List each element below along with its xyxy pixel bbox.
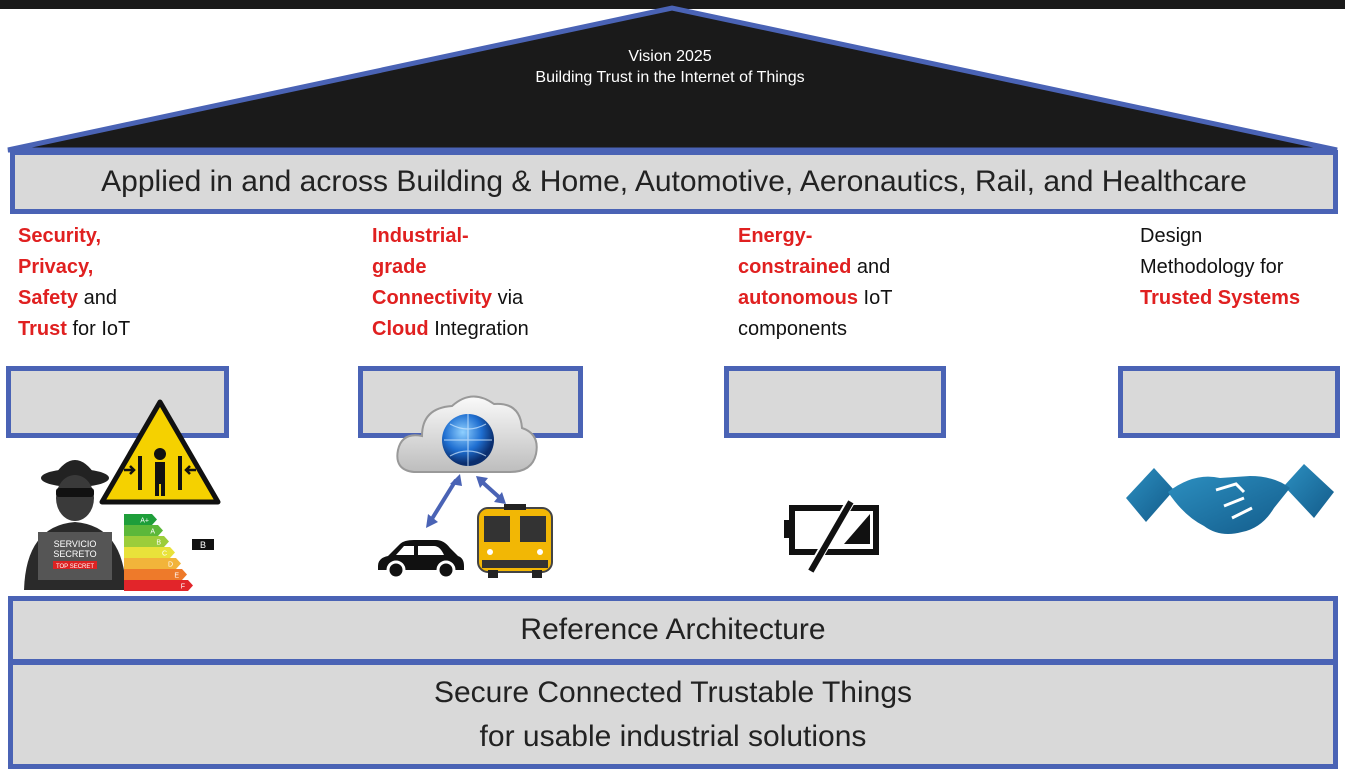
energy-grade-label: E — [174, 573, 179, 580]
pillar-line: Industrial- — [372, 221, 529, 252]
car-icon — [378, 540, 464, 580]
secure-things-band: Secure Connected Trustable Things for us… — [8, 660, 1338, 769]
highlight-text: autonomous — [738, 287, 858, 309]
train-icon — [477, 504, 553, 578]
energy-grade-label: A+ — [140, 518, 149, 525]
secure-things-line1: Secure Connected Trustable Things — [433, 675, 913, 709]
cloud-globe-icon — [396, 395, 538, 473]
energy-grade-bar — [124, 547, 175, 558]
highlight-text: Privacy, — [18, 256, 94, 278]
plain-text: and — [78, 287, 117, 309]
highlight-text: Energy- — [738, 225, 813, 247]
highlight-text: Security, — [18, 225, 101, 247]
pillar-line: Energy- — [738, 221, 892, 252]
top-bar — [0, 0, 1345, 9]
pillar-line: Methodology for — [1140, 252, 1300, 283]
energy-grade-bar — [124, 558, 181, 569]
arrows-icon — [426, 474, 506, 528]
pillar-line: components — [738, 314, 892, 345]
energy-marker-box — [192, 539, 214, 550]
energy-grade-bar — [124, 580, 193, 591]
roof-title: Vision 2025 Building Trust in the Intern… — [420, 46, 920, 88]
pillar-box-security — [6, 366, 229, 438]
plain-text: components — [738, 318, 847, 340]
reference-architecture-band: Reference Architecture — [8, 596, 1338, 664]
pillar-line: constrained and — [738, 252, 892, 283]
pillar-line: Cloud Integration — [372, 314, 529, 345]
plain-text: Methodology for — [1140, 256, 1284, 278]
spy-text-1: SERVICIO — [54, 539, 97, 549]
pillar-line: Security, — [18, 221, 130, 252]
energy-grade-label: F — [181, 584, 185, 591]
pillar-line: Trusted Systems — [1140, 283, 1300, 314]
pillar-line: Safety and — [18, 283, 130, 314]
highlight-text: Cloud — [372, 318, 429, 340]
highlight-text: grade — [372, 256, 427, 278]
plain-text: Integration — [428, 318, 529, 340]
highlight-text: Industrial- — [372, 225, 469, 247]
plain-text: IoT — [858, 287, 893, 309]
low-battery-icon — [784, 497, 879, 575]
pillar-line: Design — [1140, 221, 1300, 252]
highlight-text: constrained — [738, 256, 852, 278]
energy-grade-label: D — [168, 562, 173, 569]
secure-things-line2: for usable industrial solutions — [479, 719, 867, 753]
pillar-line: autonomous IoT — [738, 283, 892, 314]
energy-grade-bar — [124, 536, 169, 547]
roof-title-line1: Vision 2025 — [628, 48, 712, 65]
pillar-line: Trust for IoT — [18, 314, 130, 345]
pillar-line: Connectivity via — [372, 283, 529, 314]
spy-icon: SERVICIO SECRETO TOP SECRET — [24, 460, 126, 590]
spy-text-2: SECRETO — [53, 549, 96, 559]
spy-badge: TOP SECRET — [56, 564, 94, 570]
pillar-line: Privacy, — [18, 252, 130, 283]
pillar-line: grade — [372, 252, 529, 283]
energy-marker: B — [200, 540, 206, 550]
pillar-box-design — [1118, 366, 1340, 438]
highlight-text: Trust — [18, 318, 67, 340]
energy-grade-bar — [124, 569, 187, 580]
energy-grade-label: B — [156, 540, 161, 547]
plain-text: for IoT — [66, 318, 131, 340]
plain-text: via — [492, 287, 524, 309]
energy-grade-label: A — [150, 529, 155, 536]
energy-grade-bar — [124, 514, 157, 525]
energy-grade-bar — [124, 525, 163, 536]
roof-title-line2: Building Trust in the Internet of Things — [535, 69, 805, 86]
applied-domains-band: Applied in and across Building & Home, A… — [10, 150, 1338, 214]
highlight-text: Trusted Systems — [1140, 287, 1301, 309]
plain-text: Design — [1140, 225, 1203, 247]
hazard-sign-icon — [99, 399, 221, 505]
plain-text: and — [851, 256, 891, 278]
highlight-text: Safety — [18, 287, 79, 309]
highlight-text: Connectivity — [372, 287, 493, 309]
handshake-icon — [1126, 464, 1334, 534]
pillar-box-energy — [724, 366, 946, 438]
energy-grade-label: C — [162, 551, 167, 558]
